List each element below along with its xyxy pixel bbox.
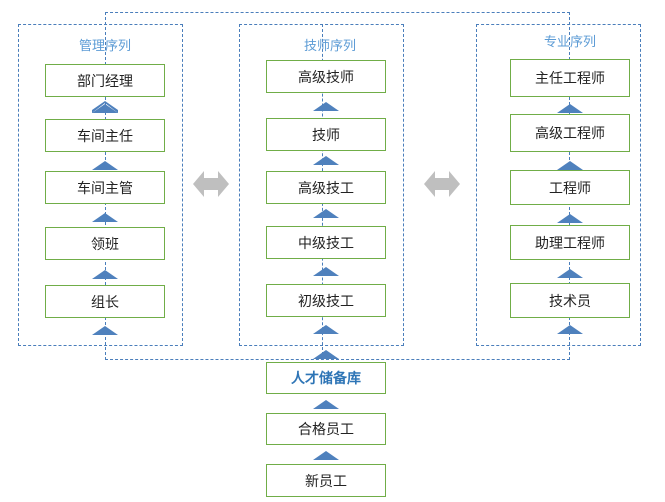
professional-sequence-title: 专业序列	[543, 35, 596, 50]
chevron-up-icon	[557, 266, 583, 278]
chevron-up-icon	[557, 101, 583, 113]
position-box: 高级工程师	[510, 114, 630, 152]
position-box: 主任工程师	[510, 59, 630, 97]
position-box: 车间主任	[45, 119, 165, 152]
qualified-employee-box: 合格员工	[266, 413, 386, 445]
position-box: 高级技师	[266, 60, 386, 93]
management-sequence-frame	[18, 24, 183, 346]
chevron-up-icon	[92, 210, 118, 222]
position-box: 车间主管	[45, 171, 165, 204]
chevron-up-icon	[92, 101, 118, 113]
position-box: 领班	[45, 227, 165, 260]
chevron-up-icon	[313, 397, 339, 409]
position-box: 助理工程师	[510, 225, 630, 260]
double-arrow-icon	[193, 171, 229, 197]
chevron-up-icon	[313, 347, 339, 359]
chevron-up-icon	[92, 158, 118, 170]
technician-sequence-frame	[239, 24, 404, 346]
management-sequence-title: 管理序列	[78, 39, 131, 54]
technician-sequence-title: 技师序列	[303, 39, 356, 54]
chevron-up-icon	[313, 322, 339, 334]
professional-sequence-frame	[476, 24, 641, 346]
chevron-up-icon	[557, 158, 583, 170]
chevron-up-icon	[313, 448, 339, 460]
new-employee-box: 新员工	[266, 464, 386, 497]
position-box: 部门经理	[45, 64, 165, 97]
chevron-up-icon	[313, 99, 339, 111]
chevron-up-icon	[313, 206, 339, 218]
talent-pool-box: 人才储备库	[266, 362, 386, 394]
chevron-up-icon	[313, 264, 339, 276]
chevron-up-icon	[313, 153, 339, 165]
position-box: 工程师	[510, 170, 630, 205]
position-box: 初级技工	[266, 284, 386, 317]
chevron-up-icon	[92, 323, 118, 335]
chevron-up-icon	[557, 211, 583, 223]
position-box: 技术员	[510, 283, 630, 318]
position-box: 高级技工	[266, 171, 386, 204]
position-box: 技师	[266, 118, 386, 151]
chevron-up-icon	[557, 322, 583, 334]
position-box: 组长	[45, 285, 165, 318]
position-box: 中级技工	[266, 226, 386, 259]
double-arrow-icon	[424, 171, 460, 197]
chevron-up-icon	[92, 267, 118, 279]
